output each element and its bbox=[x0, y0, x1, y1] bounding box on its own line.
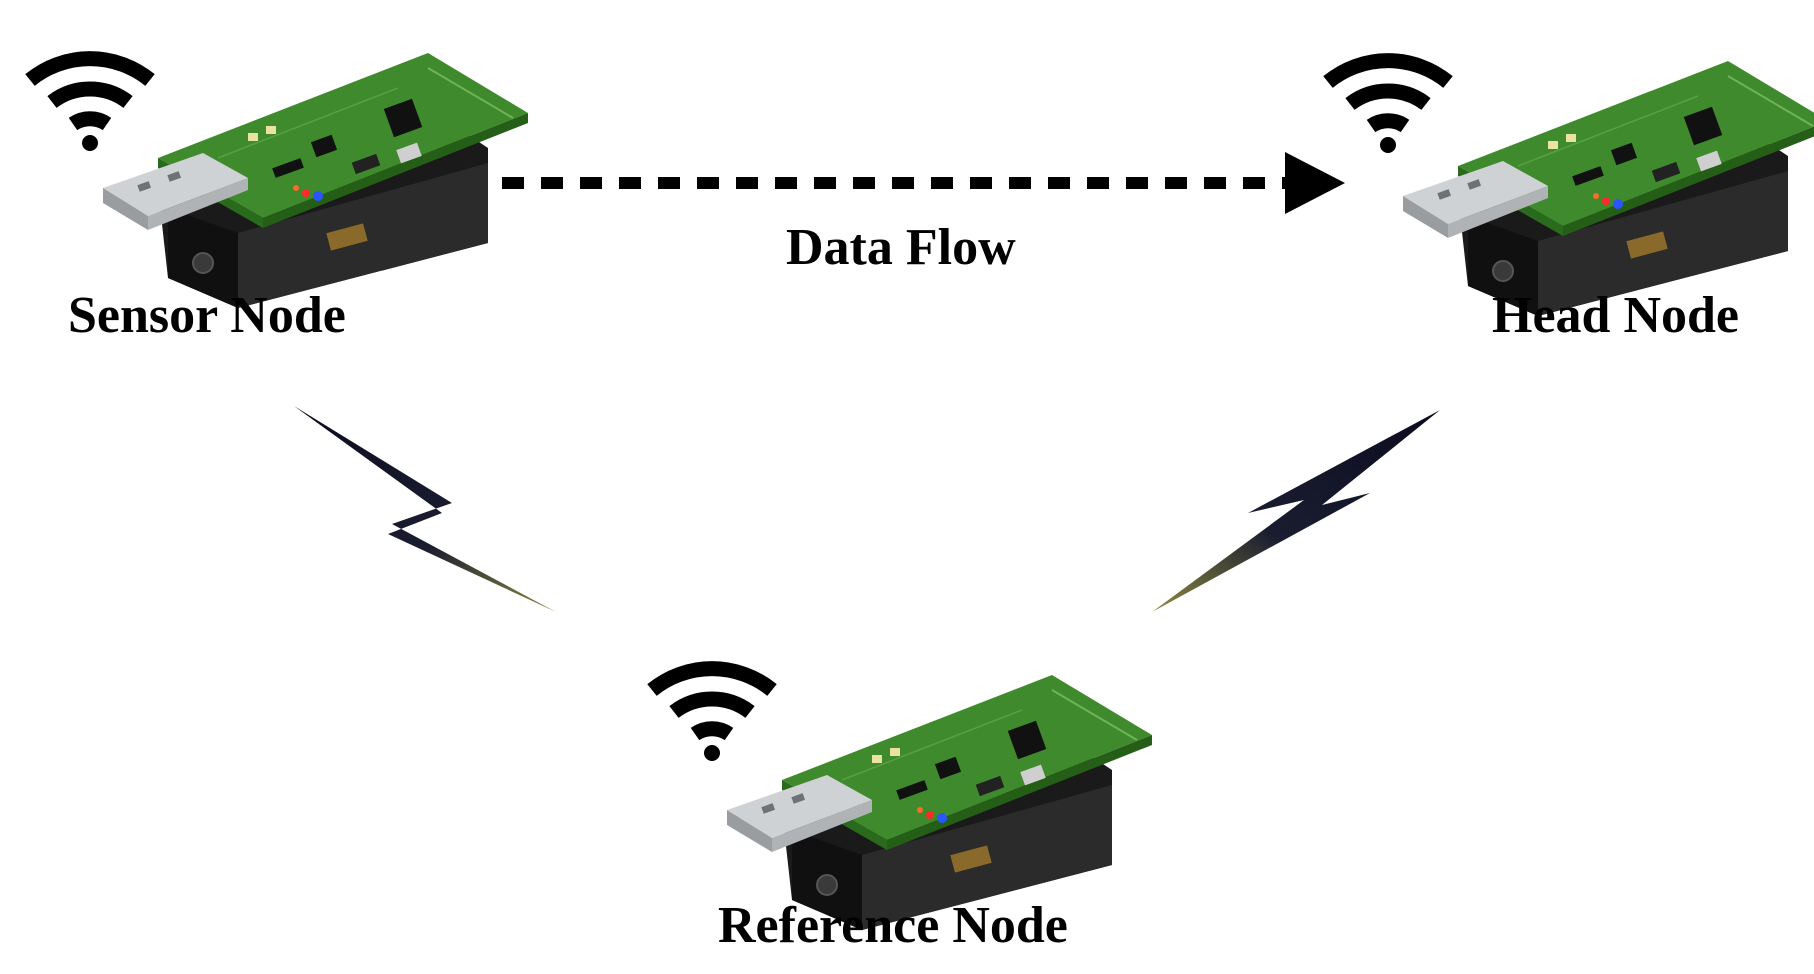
sensor-node-wifi-icon bbox=[30, 59, 150, 151]
head-node-wifi-icon bbox=[1328, 61, 1448, 153]
data-flow-arrowhead bbox=[1285, 152, 1345, 214]
head-node-device-icon bbox=[1402, 60, 1814, 317]
sensor-node-label: Sensor Node bbox=[68, 287, 346, 344]
data-flow-label: Data Flow bbox=[786, 219, 1016, 276]
reference-node-wifi-icon bbox=[652, 669, 772, 761]
head-reference-lightning-link bbox=[1152, 410, 1440, 612]
reference-node-device-icon bbox=[726, 674, 1153, 931]
sensor-reference-lightning-link bbox=[294, 406, 556, 612]
reference-node-label: Reference Node bbox=[718, 897, 1068, 954]
head-node-label: Head Node bbox=[1492, 287, 1739, 344]
sensor-node-device-icon bbox=[102, 52, 529, 309]
